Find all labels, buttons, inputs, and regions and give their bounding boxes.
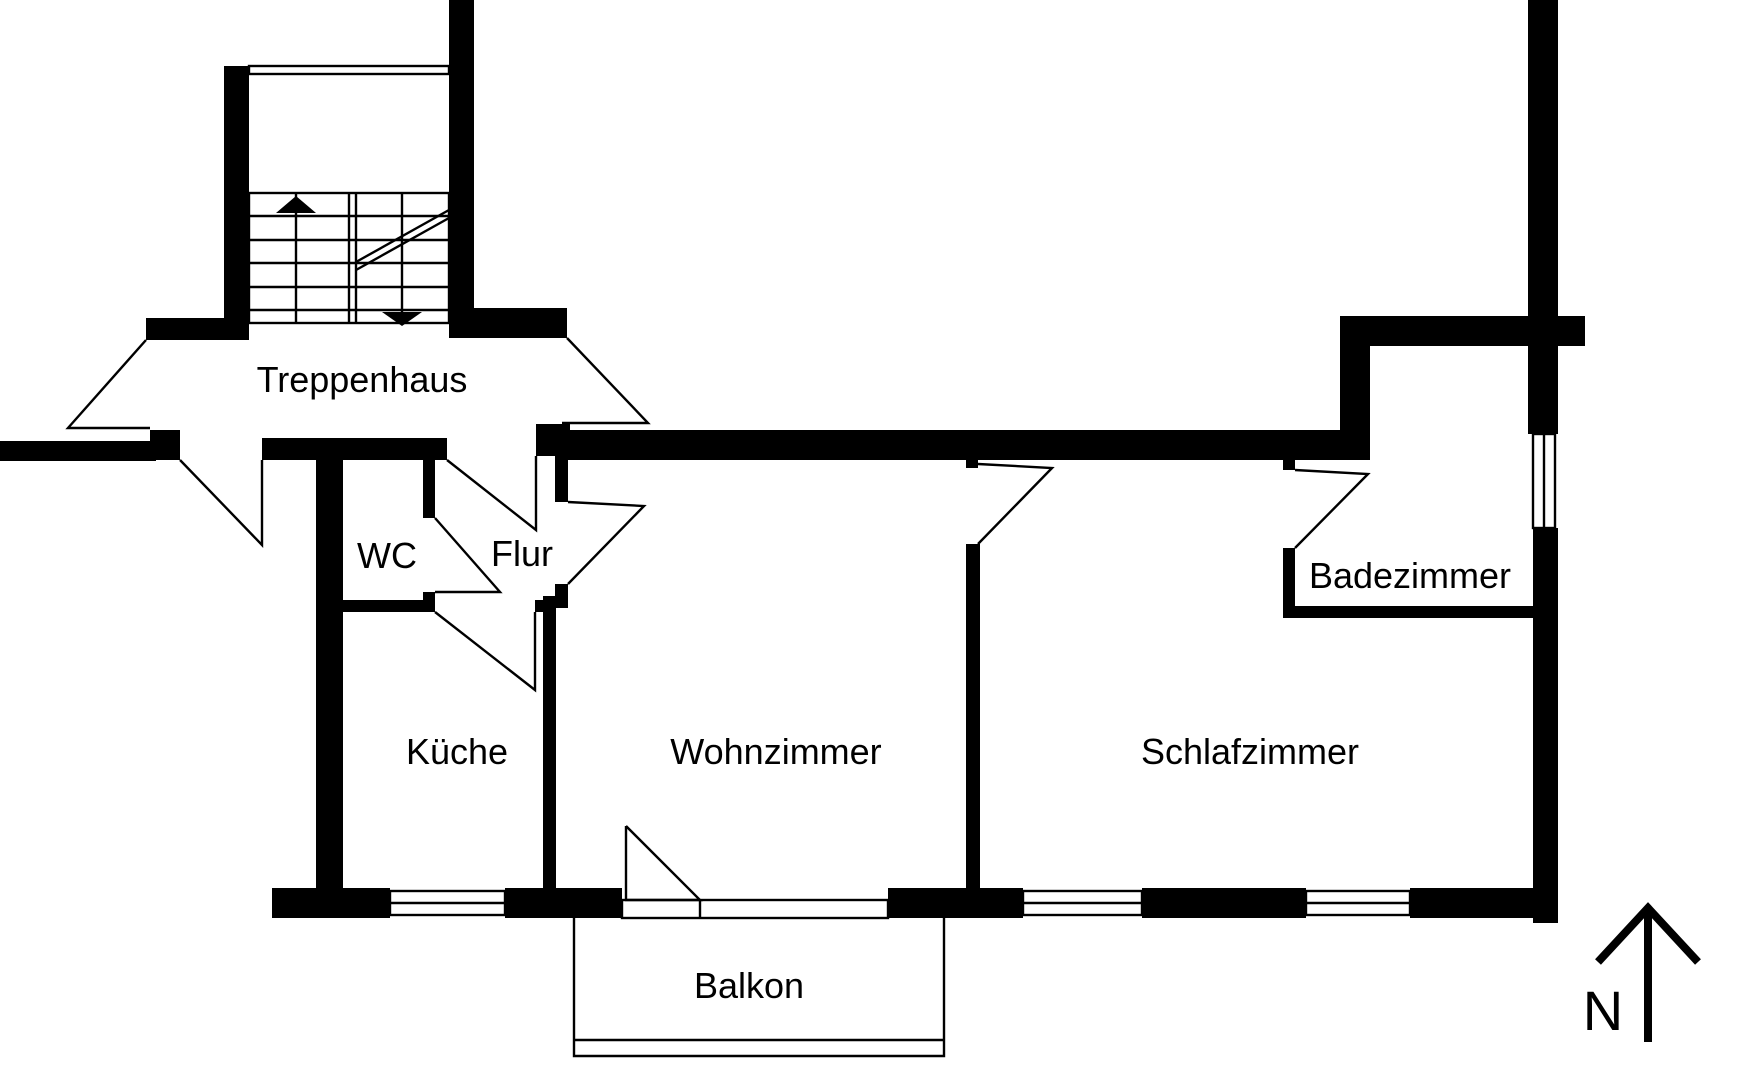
room-label-treppenhaus: Treppenhaus	[257, 359, 468, 400]
east-wall-lower	[1533, 528, 1558, 923]
stairwell-ledge-right	[449, 308, 567, 338]
door-living	[567, 500, 647, 585]
corridor-wall-right-stub	[555, 456, 568, 502]
doors	[65, 337, 1371, 902]
north-wall-main	[555, 430, 1367, 460]
stairwell-right-wall	[449, 0, 474, 336]
window-balcony-door	[620, 898, 890, 920]
window-stairwell	[247, 64, 451, 76]
door-kitchen	[434, 611, 537, 693]
wc-east-wall-top	[423, 448, 435, 518]
staircase	[247, 191, 451, 326]
living-west-wall	[555, 584, 568, 608]
left-stub-pier	[150, 430, 180, 460]
stairwell-left-wall	[224, 66, 249, 336]
south-wall-d	[1142, 888, 1306, 918]
door-bathroom	[1294, 468, 1371, 549]
kitchen-west-wall	[316, 448, 343, 913]
bath-west-wall	[1340, 316, 1370, 460]
door-stairwell-west	[65, 339, 150, 430]
door-wc	[434, 517, 503, 594]
partition-top-stub	[966, 456, 978, 468]
room-label-wc: WC	[357, 535, 417, 576]
south-wall-e	[1410, 888, 1558, 918]
south-wall-a	[272, 888, 390, 918]
stair-up-arrow-icon	[276, 196, 316, 213]
partition-wall	[966, 544, 980, 910]
stair-down-arrow-icon	[382, 312, 422, 326]
south-wall-c	[888, 888, 1023, 918]
east-wall-upper	[1528, 0, 1558, 434]
corridor-wall-left	[262, 438, 447, 460]
north-arrow-icon	[1595, 902, 1701, 1042]
room-label-badezimmer: Badezimmer	[1309, 555, 1511, 596]
window-bedroom-1	[1021, 889, 1144, 917]
room-label-flur: Flur	[491, 533, 553, 574]
stairwell-ledge-left	[146, 318, 249, 340]
room-label-balkon: Balkon	[694, 965, 804, 1006]
kitchen-corner	[535, 600, 555, 612]
room-label-kueche: Küche	[406, 731, 508, 772]
wc-south-wall	[343, 600, 423, 612]
bath-partition-lower	[1283, 548, 1295, 614]
kitchen-east-wall	[543, 596, 556, 908]
balcony	[572, 918, 946, 1058]
bath-south-wall	[1283, 606, 1533, 618]
windows	[247, 64, 1557, 920]
window-kitchen	[388, 889, 507, 917]
room-label-wohnzimmer: Wohnzimmer	[670, 731, 881, 772]
door-stairwell-east	[562, 337, 651, 425]
north-arrow-letter: N	[1583, 979, 1623, 1042]
door-bedroom	[977, 462, 1055, 545]
south-wall-b	[505, 888, 622, 918]
bath-partition-upper	[1283, 458, 1295, 470]
door-flur-north	[446, 456, 538, 533]
door-corridor-west	[179, 459, 264, 548]
left-stub-wall	[0, 441, 156, 461]
room-label-schlafzimmer: Schlafzimmer	[1141, 731, 1359, 772]
window-bedroom-2	[1304, 889, 1412, 917]
wc-east-wall-bottom	[423, 592, 435, 612]
door-balcony-leaf	[624, 825, 703, 902]
window-bathroom	[1531, 432, 1557, 530]
walls	[0, 0, 1585, 923]
